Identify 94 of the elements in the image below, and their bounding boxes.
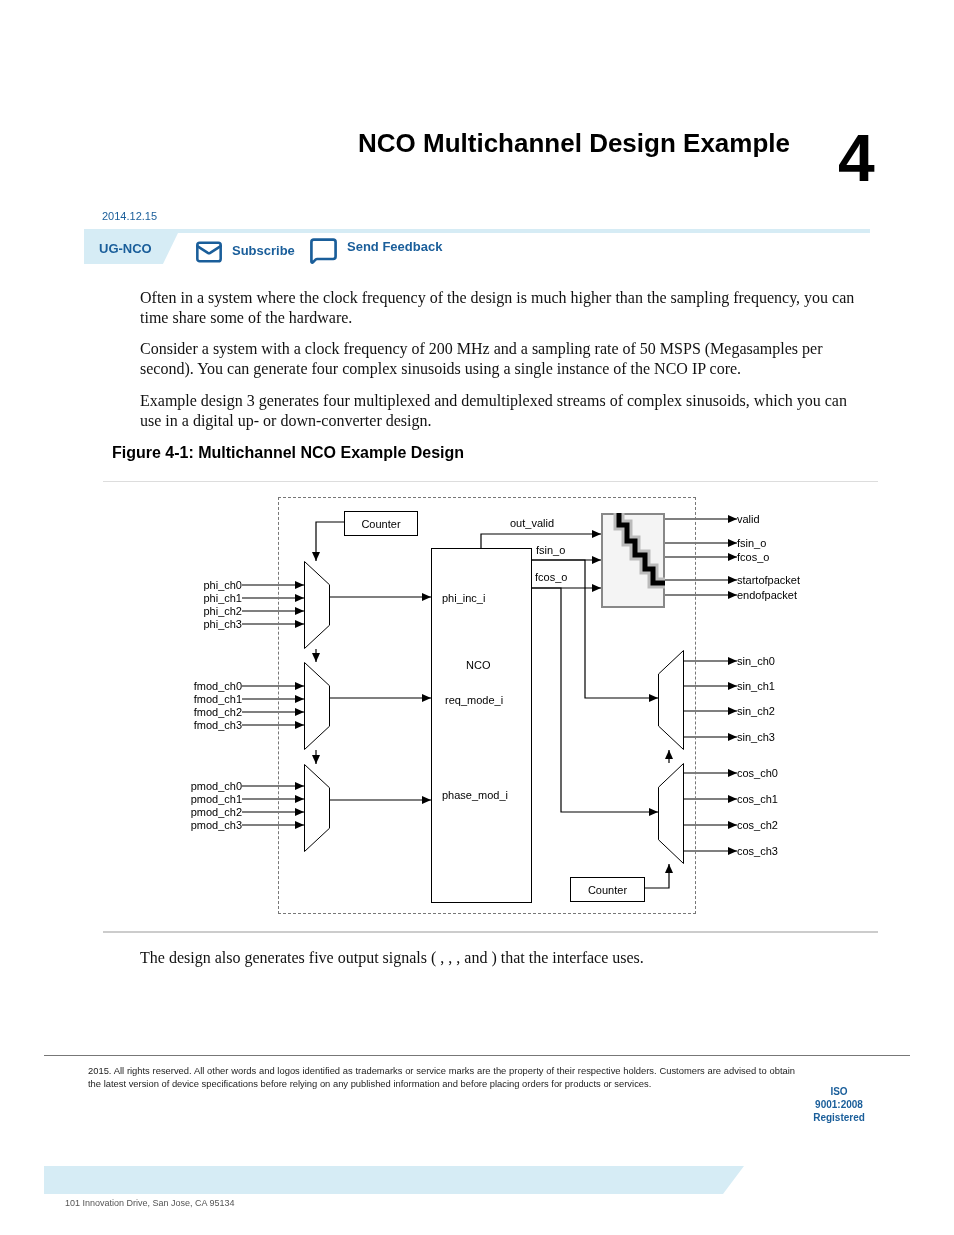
arrow bbox=[664, 591, 738, 599]
arrow bbox=[664, 553, 738, 561]
signal-label: startofpacket bbox=[737, 573, 800, 587]
document-tab: UG-NCO bbox=[84, 233, 178, 264]
date-text: 2014.12.15 bbox=[102, 210, 158, 222]
signal-label: cos_ch2 bbox=[737, 818, 778, 832]
signal-label: fmod_ch2 bbox=[193, 705, 242, 719]
arrow bbox=[683, 847, 738, 855]
block-label: Counter bbox=[587, 883, 628, 896]
arrow bbox=[241, 682, 305, 690]
arrow bbox=[664, 576, 738, 584]
block-label: Counter bbox=[361, 517, 401, 530]
signal-label: cos_ch1 bbox=[737, 792, 778, 806]
edge-label: fsin_o bbox=[535, 544, 567, 557]
signal-label: pmod_ch2 bbox=[190, 805, 242, 819]
arrow bbox=[664, 515, 738, 523]
arrow bbox=[329, 796, 432, 804]
arrow bbox=[241, 695, 305, 703]
feedback-link: Send Feedback bbox=[347, 239, 443, 254]
signal-label: fsin_o bbox=[737, 536, 767, 550]
dashed-boundary bbox=[278, 497, 696, 914]
arrow bbox=[329, 593, 432, 601]
signal-label: cos_ch0 bbox=[737, 766, 778, 780]
body-paragraph: Consider a system with a clock frequency of 200 MHz and a sampling rate of 50 MSPS (Megasamples per second). You can generate four complex sinusoids using a single instance of the NCO IP core. bbox=[140, 339, 824, 379]
signal-label: sin_ch2 bbox=[737, 704, 775, 718]
signal-label: pmod_ch0 bbox=[190, 779, 242, 793]
arrow bbox=[683, 682, 738, 690]
arrow bbox=[683, 733, 738, 741]
arrow bbox=[683, 795, 738, 803]
arrow bbox=[312, 648, 320, 663]
arrow bbox=[531, 587, 659, 816]
multiplexer-symbol bbox=[304, 662, 330, 750]
arrow bbox=[241, 821, 305, 829]
signal-label: endofpacket bbox=[737, 588, 797, 602]
signal-label: sin_ch3 bbox=[737, 730, 775, 744]
counter-box bbox=[570, 877, 645, 902]
counter-box bbox=[344, 511, 418, 536]
body-paragraph: Example design 3 generates four multiplexed and demultiplexed streams of complex sinusoids, which you can use in a digital up- or down-converter design. bbox=[140, 391, 848, 431]
signal-label: phi_ch3 bbox=[203, 617, 242, 631]
staircase-block bbox=[601, 513, 665, 608]
signal-label: fmod_ch1 bbox=[193, 692, 242, 706]
arrow bbox=[241, 620, 305, 628]
demultiplexer-symbol bbox=[658, 763, 684, 864]
arrow bbox=[683, 657, 738, 665]
arrow bbox=[480, 530, 602, 549]
demultiplexer-symbol bbox=[658, 650, 684, 750]
arrow bbox=[241, 795, 305, 803]
chapter-number: 4 bbox=[838, 120, 875, 197]
arrow bbox=[241, 594, 305, 602]
multiplexer-symbol bbox=[304, 764, 330, 852]
signal-label: phi_ch0 bbox=[203, 578, 242, 592]
signal-label: pmod_ch3 bbox=[190, 818, 242, 832]
arrow bbox=[329, 694, 432, 702]
arrow bbox=[241, 782, 305, 790]
edge-label: out_valid bbox=[509, 517, 556, 530]
signal-label: cos_ch3 bbox=[737, 844, 778, 858]
edge-label: fcos_o bbox=[534, 571, 569, 584]
arrow bbox=[683, 769, 738, 777]
certification-text: ISO 9001:2008 Registered bbox=[812, 1085, 866, 1124]
port-label: phase_mod_i bbox=[442, 788, 509, 802]
arrow bbox=[241, 808, 305, 816]
arrow bbox=[644, 863, 673, 889]
arrow bbox=[241, 721, 305, 729]
arrow bbox=[241, 581, 305, 589]
address-text: 101 Innovation Drive, San Jose, CA 95134 bbox=[65, 1198, 235, 1208]
arrow bbox=[241, 607, 305, 615]
page-title: NCO Multichannel Design Example bbox=[358, 128, 790, 159]
arrow bbox=[665, 749, 673, 764]
arrow bbox=[664, 539, 738, 547]
subscribe-link: Subscribe bbox=[232, 243, 295, 258]
arrow bbox=[312, 521, 345, 562]
body-paragraph: Often in a system where the clock frequency of the design is much higher than the sampling frequency, you can time share some of the hardware. bbox=[140, 288, 856, 328]
arrow bbox=[683, 707, 738, 715]
signal-label: valid bbox=[737, 512, 760, 526]
nco-block bbox=[431, 548, 532, 903]
signal-label: phi_ch1 bbox=[203, 591, 242, 605]
footer-legal-text: 2015. All rights reserved. All other words and logos identified as trademarks or service marks are the property of their respective holders. Customers are advised to obtain the latest version of device specifications before relying on any published information and before placing orders for products or services. bbox=[88, 1064, 795, 1090]
arrow bbox=[241, 708, 305, 716]
signal-label: fmod_ch0 bbox=[193, 679, 242, 693]
arrow bbox=[312, 749, 320, 765]
figure-caption: Figure 4-1: Multichannel NCO Example Design bbox=[112, 444, 465, 462]
body-paragraph: The design also generates five output signals ( , , , and ) that the interface uses. bbox=[140, 948, 645, 968]
block-label: NCO bbox=[466, 658, 491, 672]
signal-label: fcos_o bbox=[737, 550, 770, 564]
port-label: req_mode_i bbox=[445, 693, 504, 707]
signal-label: fmod_ch3 bbox=[193, 718, 242, 732]
signal-label: phi_ch2 bbox=[203, 604, 242, 618]
multiplexer-symbol bbox=[304, 561, 330, 649]
arrow bbox=[683, 821, 738, 829]
arrow bbox=[531, 559, 659, 702]
signal-label: sin_ch0 bbox=[737, 654, 775, 668]
signal-label: sin_ch1 bbox=[737, 679, 775, 693]
port-label: phi_inc_i bbox=[442, 591, 486, 605]
signal-label: pmod_ch1 bbox=[190, 792, 242, 806]
